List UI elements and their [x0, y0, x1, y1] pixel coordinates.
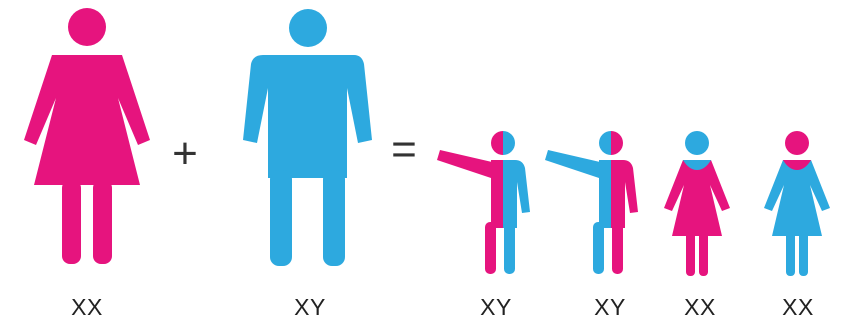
man-icon-father: [243, 9, 372, 266]
equals-sign: =: [391, 125, 417, 174]
label-mother: XX: [71, 294, 103, 320]
label-father: XY: [294, 294, 326, 320]
plus-sign: +: [172, 129, 198, 178]
girl-icon-child-4: [764, 131, 830, 276]
boy-icon-child-1: [437, 131, 530, 274]
boy-icon-child-2: [545, 131, 638, 274]
girl-icon-child-3: [664, 131, 730, 276]
label-child-1: XY: [480, 294, 512, 320]
woman-icon-mother: [24, 8, 150, 264]
label-child-4: XX: [782, 294, 814, 320]
label-child-2: XY: [594, 294, 626, 320]
label-child-3: XX: [684, 294, 716, 320]
